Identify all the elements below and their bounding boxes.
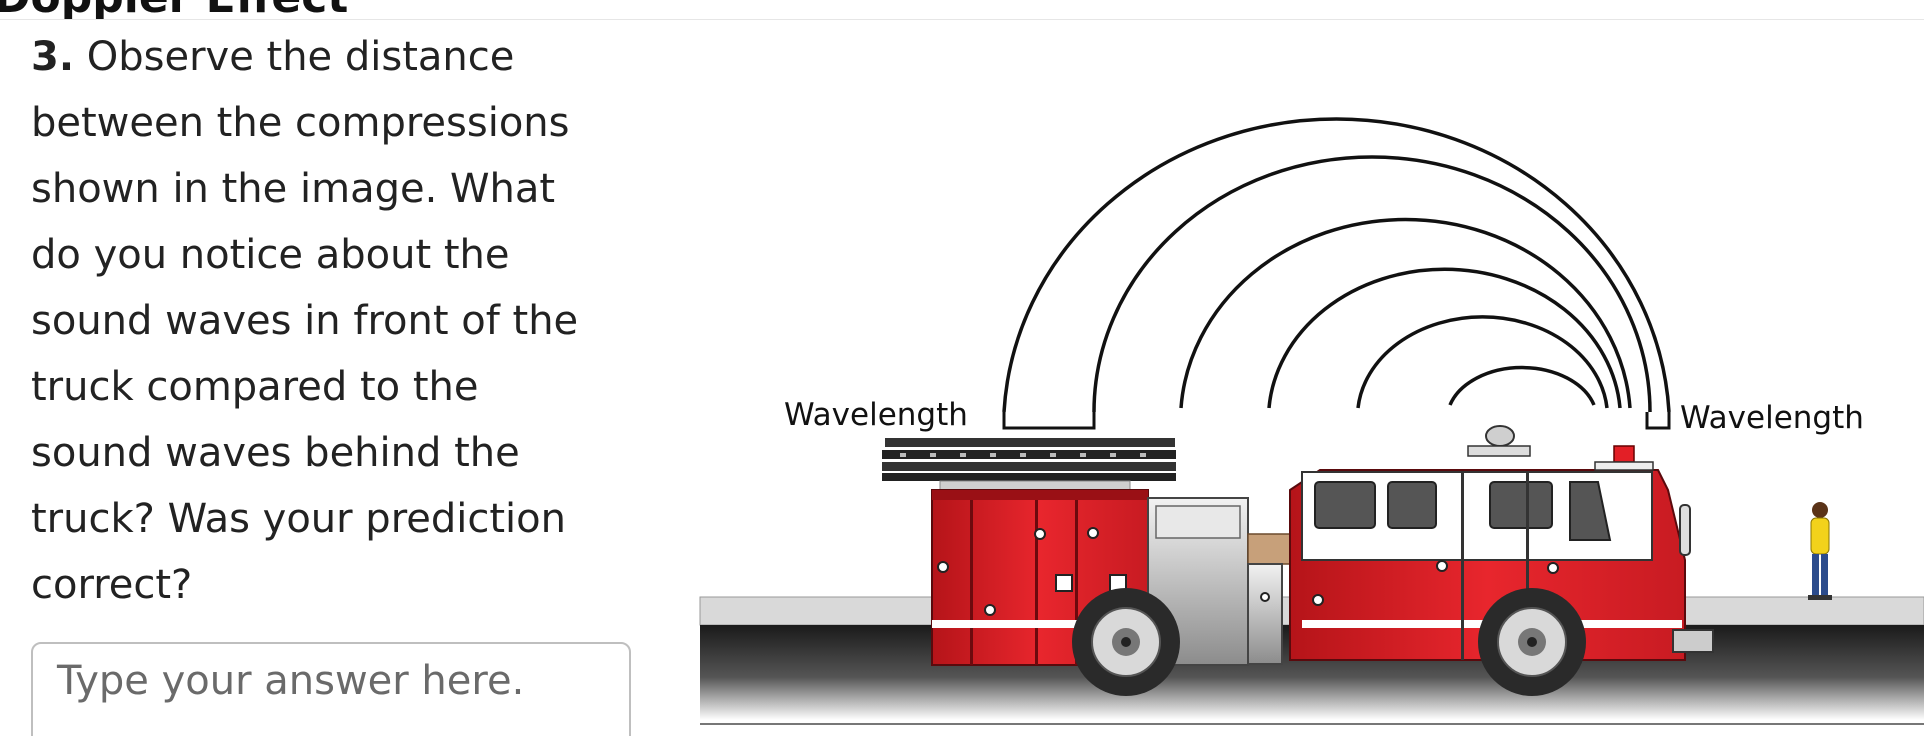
wavelength-label-right: Wavelength bbox=[1680, 400, 1864, 436]
wavelength-bracket-right bbox=[1645, 412, 1671, 430]
question-text: Observe the distance between the compres… bbox=[31, 34, 579, 608]
ladder bbox=[882, 438, 1176, 492]
person-standing bbox=[1808, 502, 1832, 600]
question-number: 3. bbox=[31, 34, 75, 80]
top-bar: Doppler Effect bbox=[0, 0, 1924, 20]
wave-arc-3 bbox=[1179, 217, 1632, 409]
wave-arc-2 bbox=[1092, 155, 1652, 413]
question-prompt: 3. Observe the distance between the comp… bbox=[31, 24, 611, 618]
fire-truck bbox=[931, 425, 1714, 696]
rear-wheel bbox=[1072, 588, 1180, 696]
wave-arc-6 bbox=[1448, 365, 1596, 406]
fire-truck-sound-wave-illustration: Wavelength Wavelength bbox=[699, 117, 1924, 725]
answer-input[interactable] bbox=[31, 642, 631, 736]
wavelength-label-left: Wavelength bbox=[784, 397, 968, 433]
wavelength-bracket-left bbox=[1002, 412, 1096, 430]
wave-arc-5 bbox=[1356, 315, 1609, 409]
page-title: Doppler Effect bbox=[0, 0, 348, 19]
sound-wave-arcs bbox=[1002, 117, 1671, 413]
front-wheel bbox=[1478, 588, 1586, 696]
doppler-figure: Wavelength Wavelength bbox=[690, 20, 1924, 736]
wave-arc-1 bbox=[1002, 117, 1671, 413]
wave-arc-4 bbox=[1267, 267, 1622, 409]
